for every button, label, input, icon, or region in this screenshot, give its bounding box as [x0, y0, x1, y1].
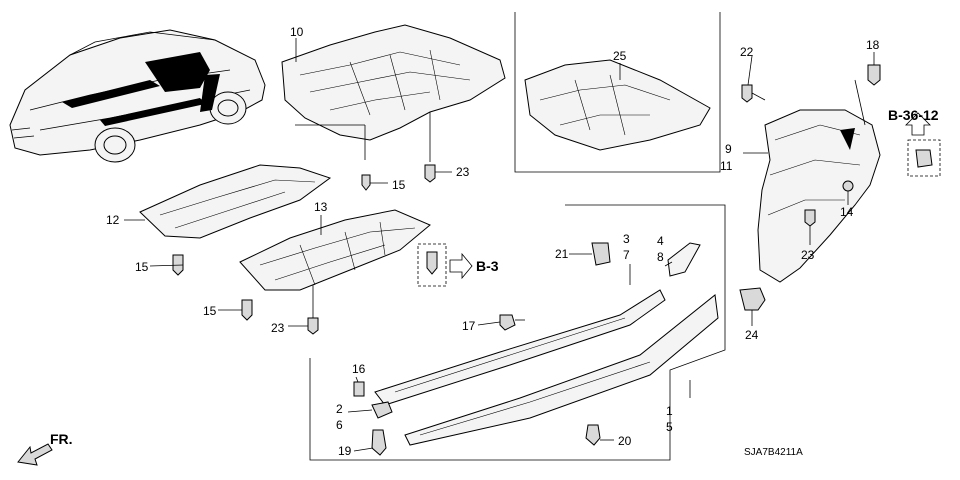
callout-3: 3: [623, 232, 630, 246]
callout-17: 17: [462, 319, 476, 333]
callout-15-left: 15: [135, 260, 149, 274]
callout-10: 10: [290, 25, 304, 39]
callout-labels: 10 25 22 18 9 11 14 23 24 15 23 12 13 15…: [50, 25, 939, 458]
callout-4: 4: [657, 234, 664, 248]
rocker-panel-box: [309, 204, 726, 461]
callout-25: 25: [613, 49, 627, 63]
callout-15-bottom: 15: [203, 304, 217, 318]
front-direction-label: FR.: [50, 431, 73, 447]
callout-16: 16: [352, 362, 366, 376]
callout-18: 18: [866, 38, 880, 52]
callout-11: 11: [720, 159, 733, 173]
ref-b-3: B-3: [476, 258, 499, 274]
part-13-under-cover: [239, 209, 431, 318]
ref-b-36-12: B-36-12: [888, 107, 939, 123]
callout-12: 12: [106, 213, 120, 227]
callout-15-top: 15: [392, 178, 406, 192]
part-9-fender-liner: [743, 79, 881, 283]
callout-24: 24: [745, 328, 759, 342]
callout-23-top: 23: [456, 165, 470, 179]
leader-lines: [149, 52, 875, 452]
callout-21: 21: [555, 247, 569, 261]
diagram-code: SJA7B4211A: [744, 447, 803, 458]
callout-1: 1: [666, 404, 673, 418]
callout-20: 20: [618, 434, 632, 448]
callout-23-bottom: 23: [271, 321, 285, 335]
callout-23-right: 23: [801, 248, 815, 262]
callout-7: 7: [623, 248, 630, 262]
car-illustration: [9, 29, 266, 163]
callout-8: 8: [657, 250, 664, 264]
callout-2: 2: [336, 402, 343, 416]
callout-6: 6: [336, 418, 343, 432]
callout-5: 5: [666, 420, 673, 434]
callout-9: 9: [725, 142, 732, 156]
fasteners: [17, 64, 941, 466]
part-10-under-cover: [281, 24, 506, 162]
callout-14: 14: [840, 205, 854, 219]
part-12-under-cover: [124, 164, 332, 239]
callout-22: 22: [740, 45, 754, 59]
part-25-box: [514, 12, 721, 173]
callout-13: 13: [314, 200, 328, 214]
callout-19: 19: [338, 444, 352, 458]
